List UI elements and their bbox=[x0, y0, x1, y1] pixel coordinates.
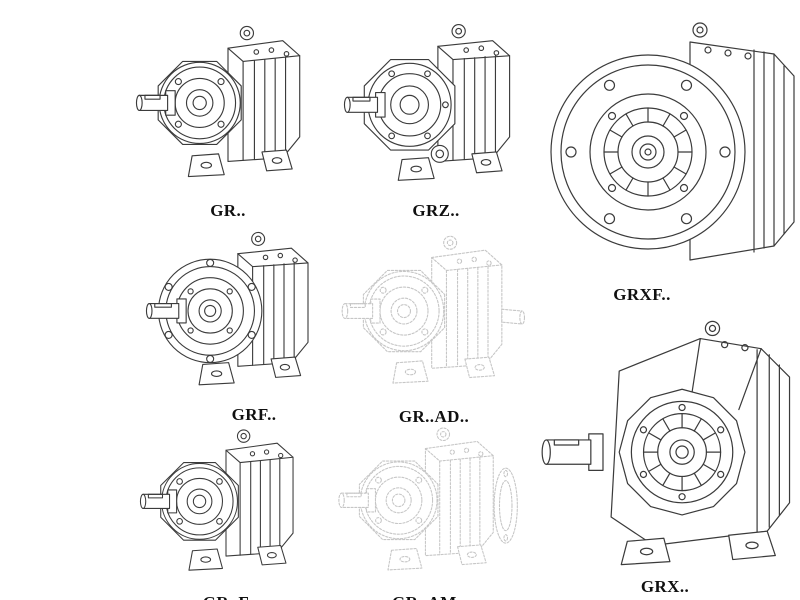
figure-label-gr: GR.. bbox=[210, 201, 246, 220]
figure-label-gr-ad: GR..AD.. bbox=[398, 407, 470, 426]
gearbox-drawing bbox=[550, 22, 795, 261]
figure-label-gr-f: GR..F bbox=[124, 594, 328, 600]
figure-label-gr-am: GR..AM.. bbox=[322, 594, 536, 600]
grxf-illustration bbox=[530, 16, 800, 286]
gearbox-drawing bbox=[341, 235, 526, 384]
gearbox-drawing bbox=[135, 25, 301, 178]
gr-ad-illustration bbox=[328, 228, 540, 408]
figure-grz: GRZ.. bbox=[334, 18, 538, 220]
gearbox-drawing bbox=[541, 320, 791, 566]
grf-illustration bbox=[132, 226, 340, 406]
figure-label-grxf: GRXF.. bbox=[613, 285, 671, 304]
figure-grf: GRF.. bbox=[132, 226, 340, 424]
figure-grx: GRX.. bbox=[530, 310, 800, 596]
gearbox-drawing bbox=[338, 427, 518, 571]
gr-illustration bbox=[126, 18, 330, 202]
figure-label-grf: GRF.. bbox=[231, 405, 277, 424]
gearbox-drawing bbox=[343, 24, 511, 181]
gearbox-drawing bbox=[145, 231, 309, 386]
gr-am-illustration bbox=[322, 420, 536, 594]
gearbox-drawing bbox=[139, 429, 294, 571]
figure-label-grx: GRX.. bbox=[640, 577, 690, 596]
figure-gr-ad: GR..AD.. bbox=[328, 228, 540, 426]
gr-f-illustration bbox=[124, 422, 328, 594]
grz-illustration bbox=[334, 18, 538, 202]
figure-label-grz: GRZ.. bbox=[412, 201, 460, 220]
figure-gr: GR.. bbox=[126, 18, 330, 220]
figure-gr-am: GR..AM.. bbox=[322, 420, 536, 600]
figure-grxf: GRXF.. bbox=[530, 16, 800, 304]
grx-illustration bbox=[530, 310, 800, 578]
figure-gr-f: GR..F bbox=[124, 422, 328, 600]
